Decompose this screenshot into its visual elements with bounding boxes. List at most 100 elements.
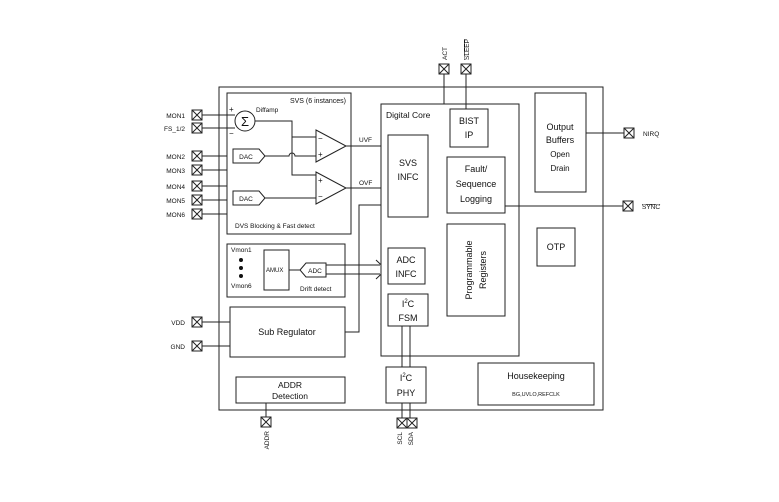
- i2c-phy-block: [385, 366, 427, 404]
- fs-label: FS_1/2: [164, 126, 185, 133]
- mux-dot-2: [239, 266, 243, 270]
- sleep-pin: [460, 63, 472, 75]
- housekeeping-title: Housekeeping: [507, 371, 565, 381]
- fault-line1: Fault/: [465, 164, 488, 174]
- dac-bottom-label: DAC: [239, 196, 253, 203]
- output-buffers-block: [534, 92, 587, 193]
- diffamp-out-wire: [255, 120, 316, 176]
- mon2-label: MON2: [166, 154, 185, 161]
- mon4-label: MON4: [166, 184, 185, 191]
- mux-dot-1: [239, 258, 243, 262]
- uvf-comparator: [315, 129, 348, 163]
- i2c-phy-line2: PHY: [397, 388, 416, 398]
- prog-registers-line2: Registers: [478, 250, 488, 289]
- mon5-pin: [191, 194, 203, 206]
- mon4-pin: [191, 180, 203, 192]
- gnd-label: GND: [171, 344, 186, 351]
- adc-drift-shape: [299, 262, 327, 278]
- output-buffers-line4: Drain: [550, 164, 569, 173]
- mon1-label: MON1: [166, 113, 185, 120]
- output-buffers-line1: Output: [546, 122, 574, 132]
- act-pin: [438, 63, 450, 75]
- sda-pin: [406, 417, 418, 429]
- dac-top-label: DAC: [239, 154, 253, 161]
- vmon1-label: Vmon1: [231, 247, 252, 254]
- mon3-label: MON3: [166, 168, 185, 175]
- sync-pin: [622, 200, 634, 212]
- housekeeping-sub: BG,UVLO,REFCLK: [512, 392, 560, 398]
- fault-line2: Sequence: [456, 179, 497, 189]
- bist-ip-block: [449, 108, 489, 148]
- sum-plus: +: [229, 105, 234, 114]
- svs-infc-line1: SVS: [399, 158, 417, 168]
- digital-core-title: Digital Core: [386, 110, 431, 120]
- vmon6-label: Vmon6: [231, 283, 252, 290]
- addr-pin: [260, 416, 272, 428]
- vdd-pin: [191, 316, 203, 328]
- nirq-label: NIRQ: [643, 131, 659, 138]
- otp-block: [536, 227, 576, 267]
- adc-drift-label: ADC: [308, 268, 322, 275]
- fsm-phy-link: [401, 326, 411, 367]
- nirq-pin: [623, 127, 635, 139]
- sum-minus: −: [229, 129, 234, 138]
- prog-registers-block: [446, 223, 506, 317]
- otp-label: OTP: [547, 242, 566, 252]
- sleep-label: SLEEP: [464, 39, 471, 60]
- bist-ip-line1: BIST: [459, 116, 480, 126]
- output-buffers-line3: Open: [550, 150, 570, 159]
- uvf-comp-plus: +: [318, 150, 323, 159]
- adc-infc-line1: ADC: [396, 255, 416, 265]
- sigma-symbol: Σ: [241, 114, 249, 129]
- dac-top-wire: [265, 152, 316, 157]
- i2c-fsm-line2: FSM: [399, 313, 418, 323]
- addr-detection-block: [235, 376, 346, 404]
- adc-infc-block: [387, 247, 426, 285]
- mon1-pin: [191, 109, 203, 121]
- mon2-pin: [191, 150, 203, 162]
- fs-pin: [191, 122, 203, 134]
- i2c-fsm-title: I2C: [402, 299, 415, 309]
- sub-regulator-label: Sub Regulator: [258, 327, 316, 337]
- ovf-comp-minus: −: [318, 192, 323, 201]
- sda-label: SDA: [408, 431, 415, 445]
- fault-logging-block: [446, 156, 506, 214]
- sub-regulator-wire: [345, 204, 388, 333]
- uvf-comp-minus: −: [318, 134, 323, 143]
- uvf-label: UVF: [359, 137, 372, 144]
- i2c-fsm-block: [387, 293, 429, 327]
- svs-infc-block: [387, 134, 429, 218]
- mux-dot-3: [239, 274, 243, 278]
- output-buffers-line2: Buffers: [546, 135, 575, 145]
- ovf-comparator: [315, 171, 348, 205]
- addr-detection-line1: ADDR: [278, 380, 302, 390]
- svs-footer: DVS Blocking & Fast detect: [235, 223, 315, 230]
- scl-label: SCL: [397, 432, 404, 445]
- mon6-pin: [191, 208, 203, 220]
- act-label: ACT: [442, 47, 449, 60]
- svs-infc-line2: INFC: [398, 172, 419, 182]
- scl-pin: [396, 417, 408, 429]
- diffamp-label: Diffamp: [256, 107, 279, 114]
- svs-title: SVS (6 instances): [290, 98, 346, 105]
- dac-top-shape: [232, 148, 266, 164]
- housekeeping-block: [477, 362, 595, 406]
- dac-bottom-shape: [232, 190, 266, 206]
- ovf-label: OVF: [359, 180, 372, 187]
- addr-label: ADDR: [264, 431, 271, 450]
- fault-line3: Logging: [460, 194, 492, 204]
- addr-detection-line2: Detection: [272, 391, 308, 401]
- gnd-pin: [191, 340, 203, 352]
- i2c-phy-title: I2C: [400, 373, 413, 383]
- mon6-label: MON6: [166, 212, 185, 219]
- bist-ip-line2: IP: [465, 130, 474, 140]
- vdd-label: VDD: [171, 320, 185, 327]
- ovf-comp-plus: +: [318, 176, 323, 185]
- adc-infc-line2: INFC: [396, 269, 417, 279]
- prog-registers-line1: Programmable: [464, 240, 474, 299]
- mon3-pin: [191, 164, 203, 176]
- sync-label: SYNC: [642, 204, 660, 211]
- drift-label: Drift detect: [300, 286, 332, 293]
- amux-label: AMUX: [266, 268, 283, 274]
